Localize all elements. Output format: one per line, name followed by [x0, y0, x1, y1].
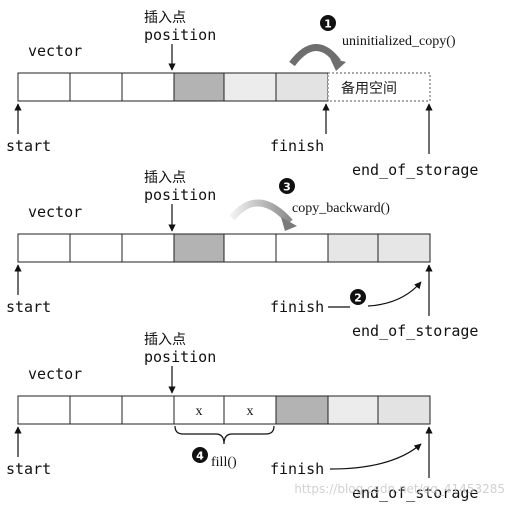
step-number: 2	[354, 292, 362, 305]
cell-filled	[223, 395, 277, 425]
cell	[121, 395, 175, 425]
cell-new	[173, 72, 225, 102]
copy-backward-curve	[229, 199, 293, 225]
cell	[223, 233, 277, 263]
cell-shifted	[377, 395, 431, 425]
step-number: 4	[196, 450, 204, 463]
cell-filled	[173, 395, 225, 425]
finish-label: finish	[270, 137, 324, 155]
fill-value: x	[247, 404, 254, 419]
cell	[17, 233, 71, 263]
insert-label-cn: 插入点	[144, 10, 186, 26]
step-number: 1	[324, 18, 332, 31]
panel-3: vector 插入点 position x x 4 fill() start f…	[6, 332, 478, 502]
cell-new	[275, 72, 329, 102]
finish-arrow	[329, 443, 422, 470]
start-label: start	[6, 298, 51, 316]
watermark: https://blog.csdn.net/qq_41453285	[294, 482, 505, 496]
vector-cells	[17, 395, 431, 425]
finish-move-arrow	[367, 281, 422, 307]
step-label: fill()	[211, 455, 237, 470]
panel-1: vector 插入点 position 备用空间 1 uninitialized…	[6, 10, 478, 179]
fill-value: x	[196, 404, 203, 419]
vector-label: vector	[28, 365, 82, 383]
cell-copied	[327, 233, 379, 263]
fill-brace	[174, 425, 275, 445]
cell	[275, 233, 329, 263]
step-label: copy_backward()	[292, 201, 390, 216]
cell	[121, 72, 175, 102]
start-label: start	[6, 460, 51, 478]
eos-label: end_of_storage	[352, 484, 478, 502]
copy-curve-head	[330, 58, 346, 71]
finish-label: finish	[270, 460, 324, 478]
panel-2: vector 插入点 position 3 copy_backward() st…	[6, 170, 478, 340]
vector-label: vector	[28, 42, 82, 60]
start-label: start	[6, 137, 51, 155]
copy-curve-arrow	[289, 44, 341, 67]
cell	[69, 395, 123, 425]
spare-space	[327, 72, 431, 102]
eos-label: end_of_storage	[352, 161, 478, 179]
finish-label: finish	[270, 298, 324, 316]
cell-shifted	[275, 395, 329, 425]
cell-shifted	[327, 395, 379, 425]
cell-copied	[377, 233, 431, 263]
cell	[69, 233, 123, 263]
step-badge	[279, 178, 295, 194]
step-number: 3	[283, 181, 291, 194]
insert-label-cn: 插入点	[144, 332, 186, 348]
step-badge	[320, 15, 336, 31]
insert-label-cn: 插入点	[144, 170, 186, 186]
cell	[17, 395, 71, 425]
eos-label: end_of_storage	[352, 322, 478, 340]
vector-cells	[17, 72, 431, 102]
vector-cells	[17, 233, 431, 263]
cell	[69, 72, 123, 102]
insert-label-en: position	[144, 26, 216, 44]
cell	[17, 72, 71, 102]
copy-backward-head	[281, 217, 297, 231]
cell-new	[173, 233, 225, 263]
cell	[121, 233, 175, 263]
cell-new	[223, 72, 277, 102]
step-badge	[350, 289, 366, 305]
insert-label-en: position	[144, 186, 216, 204]
step-badge	[192, 447, 208, 463]
step-label: uninitialized_copy()	[342, 34, 456, 49]
spare-space-label: 备用空间	[341, 80, 397, 97]
insert-label-en: position	[144, 348, 216, 366]
vector-label: vector	[28, 203, 82, 221]
